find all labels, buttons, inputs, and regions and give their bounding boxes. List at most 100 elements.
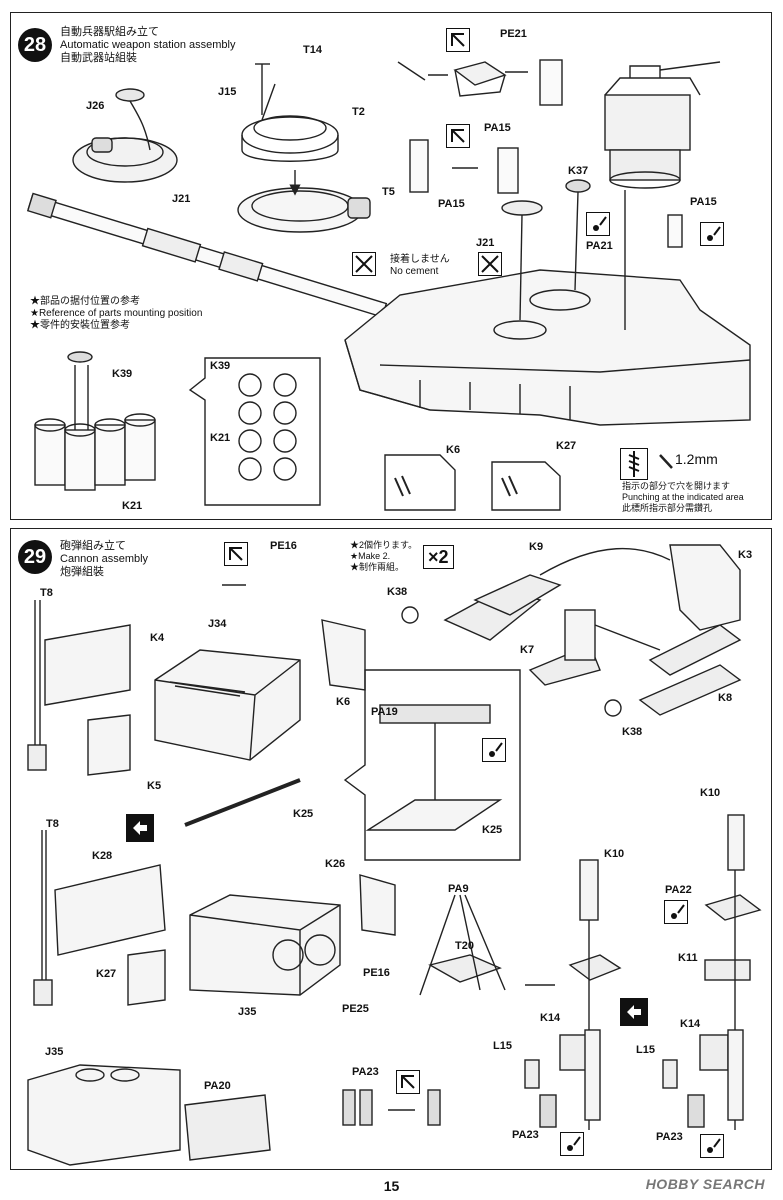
make-two-note: ★2個作ります。 ★Make 2. ★制作兩組。 [350,540,418,572]
label-k28: K28 [92,850,113,862]
reference-note: ★部品の据付位置の参考 ★Reference of parts mounting… [30,296,203,331]
label-j34: J34 [208,618,227,630]
bend-icon [446,28,470,52]
label-k10: K10 [700,787,721,799]
paint-drop-icon [700,222,724,246]
punch-size: 1.2mm [675,451,718,467]
label-k38: K38 [622,726,643,738]
paint-drop-icon [560,1132,584,1156]
label-k21: K21 [210,432,231,444]
step-29-panel [10,528,772,1170]
label-k9: K9 [529,541,544,553]
bend-icon [224,542,248,566]
label-pa15: PA15 [484,122,511,134]
label-k3: K3 [738,549,753,561]
paint-drop-icon [482,738,506,762]
label-k26: K26 [325,858,346,870]
label-k8: K8 [718,692,733,704]
label-t2: T2 [352,106,365,118]
label-l15: L15 [493,1040,512,1052]
gun-barrel [26,192,388,318]
label-k27: K27 [96,968,117,980]
label-k14: K14 [680,1018,701,1030]
label-pa15: PA15 [690,196,717,208]
label-pa23: PA23 [352,1066,379,1078]
bend-icon [396,1070,420,1094]
label-k6: K6 [336,696,351,708]
weapon-station [604,61,721,330]
label-k4: K4 [150,632,165,644]
label-j15: J15 [218,86,237,98]
rotate-view-icon [620,998,648,1026]
rotate-view-icon [126,814,154,842]
smoke-canisters [34,351,156,491]
bend-icon [446,124,470,148]
step-28-number-badge: 28 [18,28,52,62]
label-pa19: PA19 [371,706,398,718]
paint-drop-icon [586,212,610,236]
label-pe16: PE16 [363,967,390,979]
label-pa22: PA22 [665,884,692,896]
j35-box [189,894,341,996]
canister-top-view [238,373,297,481]
label-j26: J26 [86,100,105,112]
k10-assembly-right [662,814,762,1130]
label-t14: T14 [303,44,322,56]
label-t8: T8 [40,587,53,599]
j34-box [154,649,301,761]
label-t20: T20 [455,940,474,952]
label-j35: J35 [45,1046,64,1058]
label-t8: T8 [46,818,59,830]
no-cement-icon [352,252,376,276]
step-29-title-cn: 炮弾組裝 [60,566,104,578]
paint-drop-icon [700,1134,724,1158]
label-k38: K38 [387,586,408,598]
label-pa20: PA20 [204,1080,231,1092]
watermark: HOBBY SEARCH [645,1176,765,1192]
label-k25: K25 [482,824,503,836]
punch-note: 指示の部分で穴を開けます Punching at the indicated a… [622,481,744,513]
j35-lower [27,1064,181,1166]
label-pa21: PA21 [586,240,613,252]
step-28-title-jp: 自動兵器駅組み立て [60,26,159,38]
label-pa23: PA23 [512,1129,539,1141]
step-28-title: 自動兵器駅組み立て Automatic weapon station assem… [60,26,235,65]
label-pe25: PE25 [342,1003,369,1015]
label-j35: J35 [238,1006,257,1018]
label-l15: L15 [636,1044,655,1056]
ammo-shells [401,544,742,717]
label-k39: K39 [210,360,231,372]
label-k39: K39 [112,368,133,380]
step-29-title-en: Cannon assembly [60,553,149,565]
no-cement-note: 接着しません No cement [390,254,450,277]
label-j21: J21 [172,193,191,205]
label-k10: K10 [604,848,625,860]
label-pa9: PA9 [448,883,469,895]
k10-assembly-center [524,859,622,1130]
k28-part [54,864,166,956]
label-k37: K37 [568,165,589,177]
label-pe16: PE16 [270,540,297,552]
label-k27: K27 [556,440,577,452]
step-29-title-jp: 砲弾組み立て [60,540,126,552]
label-t5: T5 [382,186,395,198]
drill-icon [620,448,648,480]
step-29-number-badge: 29 [18,540,52,574]
step-29-title: 砲弾組み立て Cannon assembly 炮弾組裝 [60,540,148,579]
step-28-title-cn: 自動武器站組裝 [60,52,137,64]
label-k21: K21 [122,500,143,512]
label-pe21: PE21 [500,28,527,40]
times-two-badge: ×2 [423,545,454,569]
label-k5: K5 [147,780,162,792]
step-28-title-en: Automatic weapon station assembly [60,39,236,51]
label-k7: K7 [520,644,535,656]
page-number: 15 [383,1178,400,1194]
label-k14: K14 [540,1012,561,1024]
label-k11: K11 [678,952,698,964]
label-pa15: PA15 [438,198,465,210]
label-k6: K6 [446,444,461,456]
label-k25: K25 [293,808,314,820]
k4-part [44,624,131,706]
